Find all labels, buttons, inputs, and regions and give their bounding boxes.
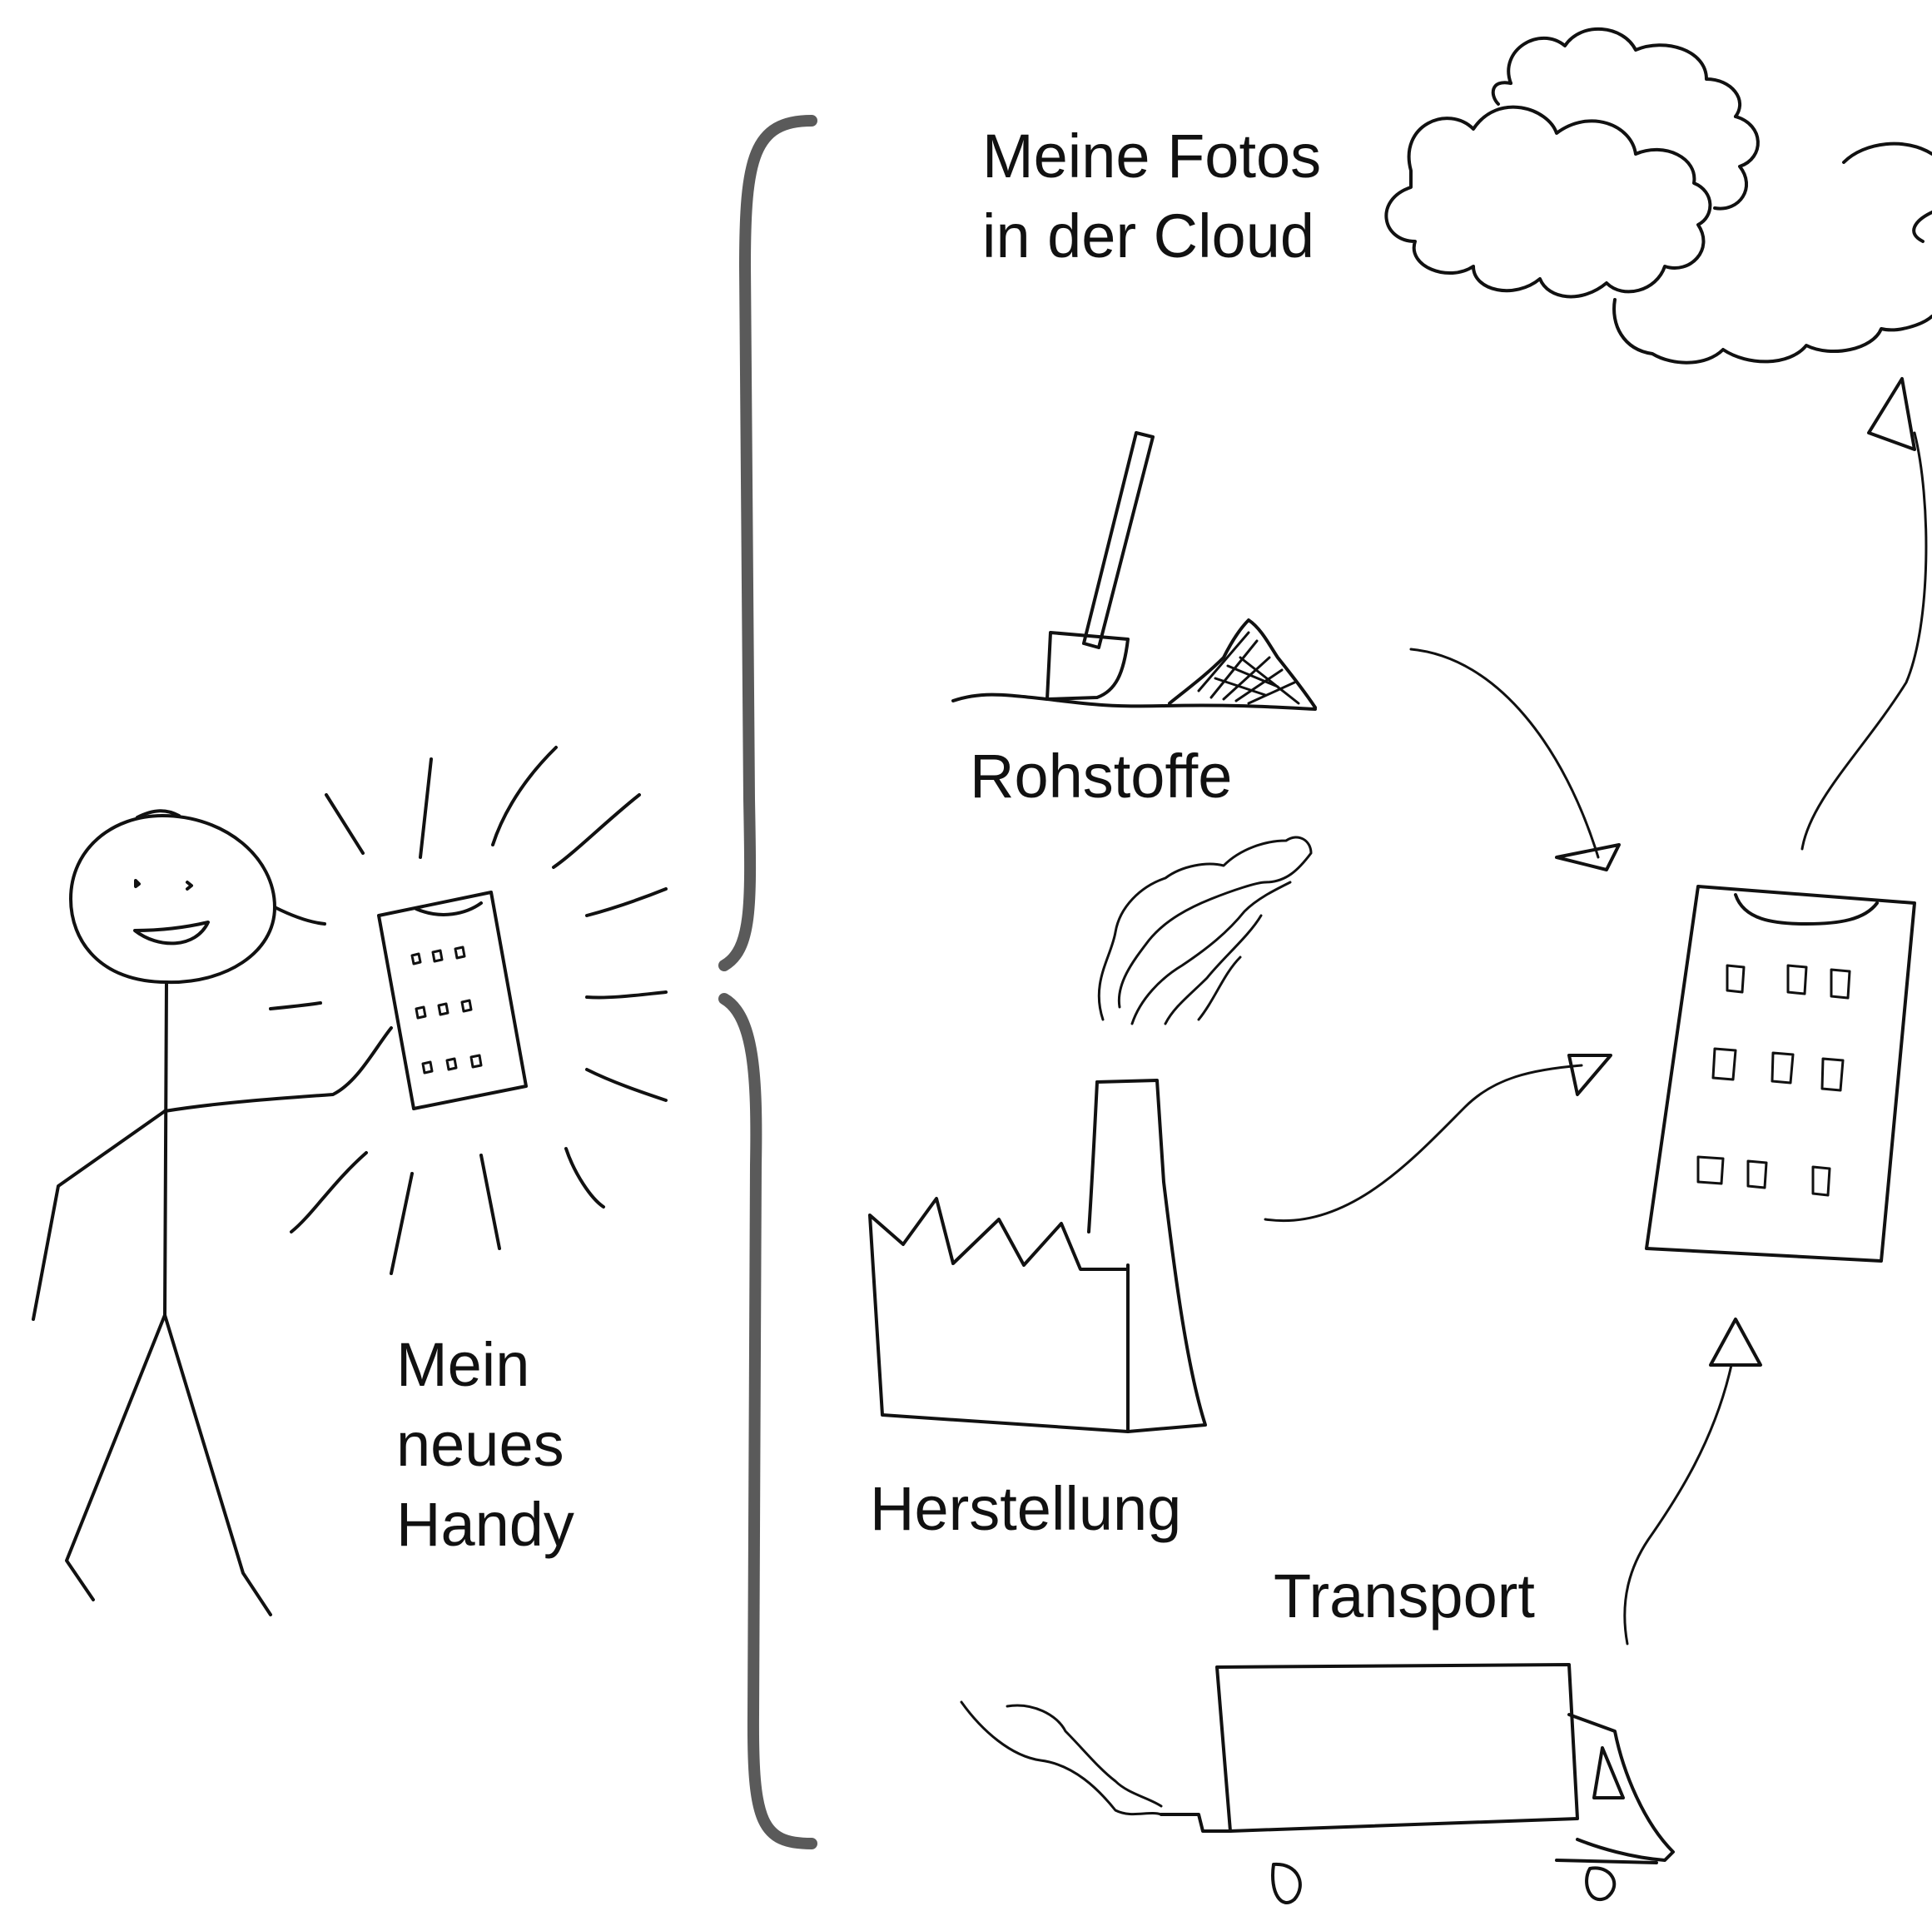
phone-label-line-1: Mein xyxy=(396,1330,530,1399)
arrow-phone-to-cloud xyxy=(1800,377,1928,851)
cloud-icon xyxy=(1384,27,1932,365)
production-label: Herstellung xyxy=(870,1474,1182,1543)
cloud-label-line-2: in der Cloud xyxy=(982,201,1315,271)
arrow-raw-to-phone xyxy=(1409,648,1621,871)
cloud-label-line-1: Meine Fotos xyxy=(982,122,1322,191)
handheld-phone-icon xyxy=(290,746,668,1275)
cloud-label: Meine Fotos in der Cloud xyxy=(982,117,1321,276)
smoke-icon xyxy=(1097,836,1313,1025)
phone-label-line-2: neues xyxy=(396,1410,564,1479)
shovel-icon xyxy=(951,431,1317,711)
truck-icon xyxy=(960,1663,1675,1904)
stick-figure-icon xyxy=(32,809,393,1616)
phone-label: Mein neues Handy xyxy=(396,1325,574,1565)
transport-label: Transport xyxy=(1274,1561,1535,1631)
raw-materials-label: Rohstoffe xyxy=(970,742,1233,811)
curly-brace xyxy=(718,115,817,1849)
smartphone-icon xyxy=(1645,885,1916,1263)
factory-icon xyxy=(868,1079,1207,1433)
arrow-transport-to-phone xyxy=(1623,1318,1762,1645)
ore-pile-icon xyxy=(1168,618,1317,709)
arrow-factory-to-phone xyxy=(1264,1054,1612,1223)
phone-label-line-3: Handy xyxy=(396,1490,574,1559)
